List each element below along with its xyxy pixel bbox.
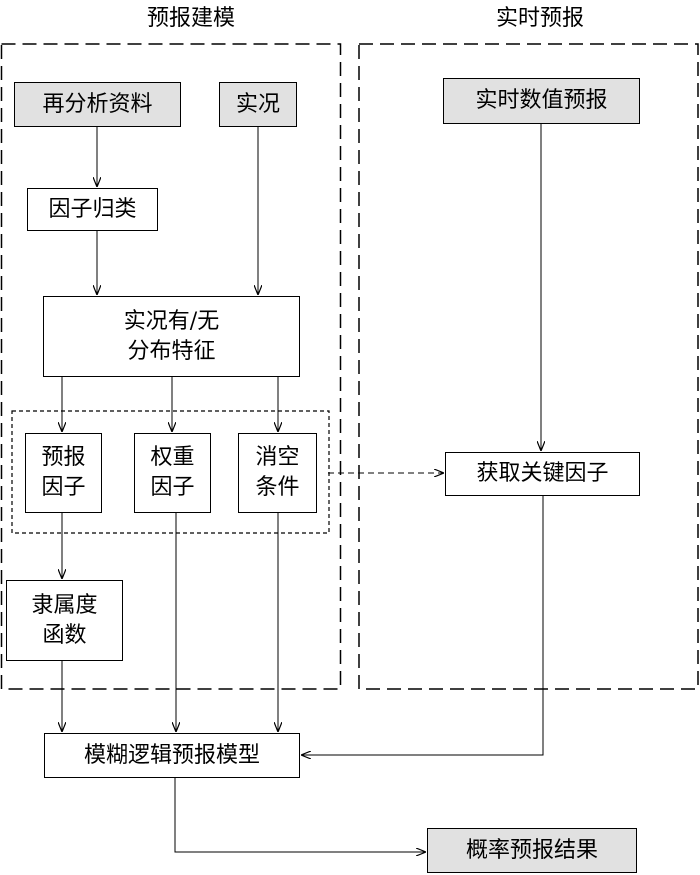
reanalysis-data-node: 再分析资料 bbox=[14, 82, 181, 127]
fuzzy-logic-model-node: 模糊逻辑预报模型 bbox=[44, 733, 300, 778]
reanalysis-data-label: 再分析资料 bbox=[42, 91, 153, 117]
distribution-feature-label-line1: 实况有/无 bbox=[123, 308, 220, 334]
realtime-nwp-label: 实时数值预报 bbox=[475, 88, 608, 114]
factor-classification-label: 因子归类 bbox=[48, 196, 137, 222]
dissipation-condition-label-line2: 条件 bbox=[255, 475, 300, 500]
realtime-nwp-node: 实时数值预报 bbox=[443, 78, 640, 124]
key-factor-node: 获取关键因子 bbox=[445, 452, 640, 496]
weight-factor-label-line2: 因子 bbox=[150, 475, 195, 500]
modeling-section-title: 预报建模 bbox=[146, 6, 235, 31]
dissipation-condition-node: 消空 条件 bbox=[238, 433, 317, 513]
distribution-feature-label-line2: 分布特征 bbox=[127, 338, 216, 364]
weight-factor-label-line1: 权重 bbox=[150, 445, 195, 471]
probability-result-label: 概率预报结果 bbox=[465, 837, 598, 863]
membership-function-node: 隶属度 函数 bbox=[6, 580, 123, 661]
arrow-key-factor-to-model bbox=[302, 496, 544, 755]
forecast-factor-label-line2: 因子 bbox=[41, 475, 86, 500]
forecast-factor-label-line1: 预报 bbox=[41, 445, 86, 471]
distribution-feature-node: 实况有/无 分布特征 bbox=[43, 296, 300, 377]
modeling-group-frame bbox=[0, 43, 342, 690]
dissipation-condition-label-line1: 消空 bbox=[255, 445, 300, 471]
arrow-model-to-result bbox=[174, 778, 425, 852]
forecast-factor-node: 预报 因子 bbox=[25, 433, 102, 513]
observation-node: 实况 bbox=[219, 82, 297, 127]
realtime-section-title: 实时预报 bbox=[495, 6, 584, 31]
observation-label: 实况 bbox=[235, 91, 280, 117]
realtime-group-frame bbox=[358, 43, 699, 690]
key-factor-label: 获取关键因子 bbox=[476, 461, 609, 487]
factor-classification-node: 因子归类 bbox=[27, 188, 158, 231]
weight-factor-node: 权重 因子 bbox=[134, 433, 211, 513]
factor-group-frame bbox=[11, 410, 330, 534]
membership-function-label-line2: 函数 bbox=[42, 622, 87, 648]
probability-result-node: 概率预报结果 bbox=[427, 828, 637, 873]
membership-function-label-line1: 隶属度 bbox=[31, 592, 98, 618]
fuzzy-logic-model-label: 模糊逻辑预报模型 bbox=[83, 742, 260, 768]
